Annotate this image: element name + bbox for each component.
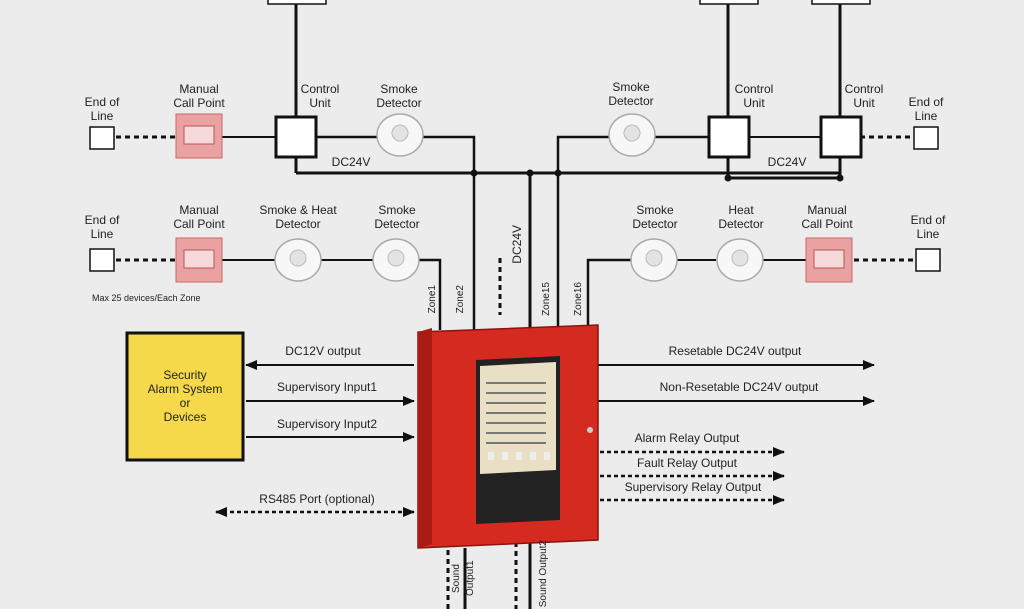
sound-output1-label: Sound Output1 [451,560,476,597]
dc24v-bus [294,158,842,330]
smoke-detector-label: Smoke Detector [376,82,422,110]
sound-output2-label: Sound Output2 [538,540,549,608]
panel-led-rows [486,382,546,444]
panel-dashed-arrows [215,447,785,517]
max-devices-note: Max 25 devices/Each Zone [92,293,201,303]
end-of-line-label: End of Line [910,213,946,241]
smoke-detector-label: Smoke Detector [374,203,420,231]
supervisory-input2-label: Supervisory Input2 [276,417,378,431]
fault-relay-label: Fault Relay Output [636,456,738,470]
detector-center [289,124,749,267]
manual-call-point-label: Manual Call Point [173,82,225,110]
manual-call-point-label: Manual Call Point [801,203,853,231]
security-alarm-box [125,331,245,462]
resetable-output-label: Resetable DC24V output [668,344,802,358]
smoke-heat-detector-label: Smoke & Heat Detector [259,203,337,231]
end-of-line-label: End of Line [908,95,944,123]
supervisory-relay-label: Supervisory Relay Output [624,480,762,494]
dc24v-vertical-label: DC24V [510,225,524,264]
control-unit-box [274,115,863,159]
zone15-label: Zone15 [541,282,552,316]
control-unit-label: Control Unit [300,82,340,110]
zone16-label: Zone16 [573,282,584,316]
non-resetable-output-label: Non-Resetable DC24V output [659,380,819,394]
panel-buttons [488,452,550,460]
device-chain-wiring [222,136,820,261]
sound-output-dashed [446,542,518,609]
fire-alarm-control-panel [417,324,599,549]
top-cutoff-boxes [267,0,871,5]
zone2-label: Zone2 [455,285,466,314]
supervisory-input1-label: Supervisory Input1 [276,380,378,394]
manual-call-point-label: Manual Call Point [173,203,225,231]
end-of-line-label: End of Line [84,95,120,123]
control-unit-label: Control Unit [844,82,884,110]
smoke-detector-label: Smoke Detector [608,80,654,108]
heat-detector-label: Heat Detector [718,203,764,231]
sound-output-lines [463,540,532,609]
dc12v-output-label: DC12V output [285,344,361,358]
bus-junctions [470,169,844,182]
end-of-line-box [89,126,941,272]
end-of-line-label: End of Line [84,213,120,241]
control-unit-label: Control Unit [734,82,774,110]
dc24v-label: DC24V [767,155,807,169]
dc24v-label: DC24V [331,155,371,169]
security-alarm-label: Security Alarm System or Devices [147,368,223,424]
manual-call-point-device [175,113,853,283]
zone1-label: Zone1 [427,285,438,314]
alarm-relay-label: Alarm Relay Output [634,431,740,445]
end-of-line-dashed-wiring [116,135,914,315]
rs485-port-label: RS485 Port (optional) [259,492,375,506]
panel-io-arrows [245,360,875,442]
top-feed-lines [294,0,842,116]
smoke-detector-label: Smoke Detector [632,203,678,231]
